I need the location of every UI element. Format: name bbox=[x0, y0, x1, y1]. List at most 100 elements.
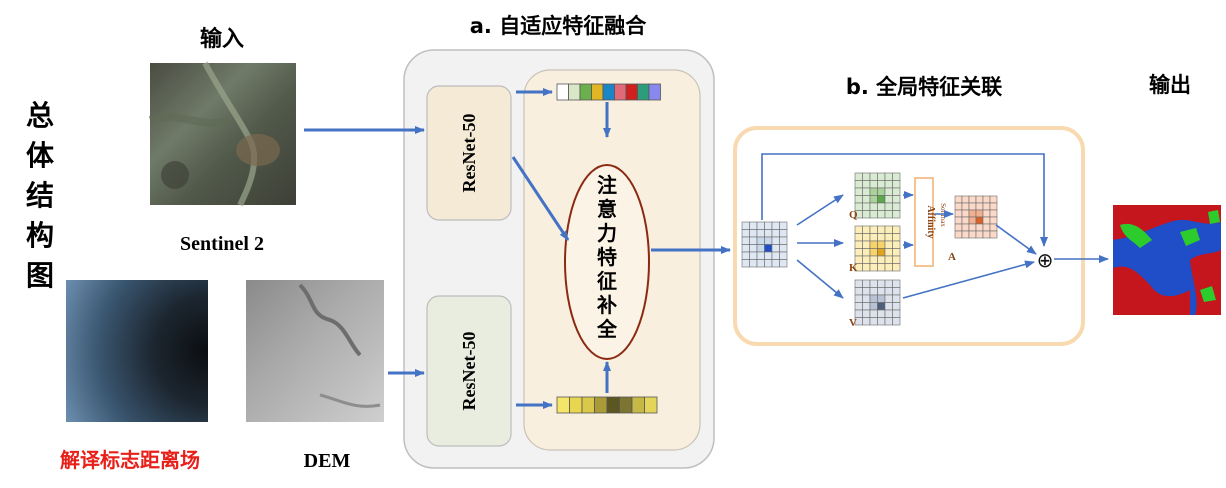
grid-cell bbox=[741, 236, 750, 245]
grid-cell bbox=[961, 195, 970, 204]
arrow-to-q bbox=[796, 194, 844, 226]
attention-char: 注 bbox=[597, 173, 617, 197]
grid-cell bbox=[884, 195, 893, 204]
grid-cell bbox=[771, 259, 780, 268]
grid-cell bbox=[749, 259, 758, 268]
arrow-v-to-sum bbox=[902, 260, 1035, 299]
affinity-softmax-box bbox=[914, 177, 934, 267]
arrow-resnet-to-attention bbox=[511, 156, 570, 241]
resnet-top-box bbox=[426, 85, 512, 221]
grid-cell bbox=[869, 287, 878, 296]
feature-cell bbox=[614, 83, 627, 101]
output-segmentation-map bbox=[1113, 205, 1221, 315]
feature-cell bbox=[606, 396, 620, 414]
grid-cell bbox=[877, 294, 886, 303]
grid-cell bbox=[862, 302, 871, 311]
attention-char: 补 bbox=[596, 293, 617, 317]
grid-cell bbox=[954, 230, 963, 239]
title-char: 图 bbox=[26, 259, 54, 292]
grid-cell bbox=[869, 279, 878, 288]
grid-cell bbox=[756, 251, 765, 260]
grid-cell bbox=[954, 195, 963, 204]
grid-cell bbox=[749, 244, 758, 253]
grid-cell bbox=[741, 229, 750, 238]
grid-cell bbox=[892, 279, 901, 288]
grid-cell bbox=[877, 187, 886, 196]
title-char: 结 bbox=[26, 179, 54, 212]
grid-cell bbox=[884, 187, 893, 196]
grid-cell bbox=[779, 244, 788, 253]
plus-icon: ⊕ bbox=[1037, 248, 1054, 272]
grid-cell bbox=[877, 233, 886, 242]
attention-label: 注 意 力 特 征 补 全 bbox=[596, 173, 618, 341]
grid-cell bbox=[749, 236, 758, 245]
grid-cell bbox=[982, 223, 991, 232]
grid-cell bbox=[968, 216, 977, 225]
grid-cell bbox=[884, 225, 893, 234]
attention-char: 意 bbox=[597, 197, 617, 221]
feature-cell bbox=[556, 396, 570, 414]
grid-cell bbox=[764, 221, 773, 230]
grid-cell bbox=[968, 202, 977, 211]
grid-cell bbox=[756, 236, 765, 245]
grid-cell bbox=[884, 309, 893, 318]
grid-cell bbox=[862, 202, 871, 211]
grid-cell bbox=[854, 302, 863, 311]
grid-cell bbox=[862, 279, 871, 288]
grid-cell bbox=[884, 287, 893, 296]
attention-char: 力 bbox=[597, 221, 617, 245]
grid-cell bbox=[892, 180, 901, 189]
resnet-bottom-label: ResNet-50 bbox=[459, 332, 479, 411]
grid-cell bbox=[877, 202, 886, 211]
grid-cell bbox=[756, 229, 765, 238]
grid-cell bbox=[862, 255, 871, 264]
input-feature-grid bbox=[741, 221, 788, 268]
grid-cell bbox=[854, 195, 863, 204]
grid-cell bbox=[892, 255, 901, 264]
feature-cell bbox=[579, 83, 592, 101]
grid-cell bbox=[862, 248, 871, 257]
grid-cell bbox=[862, 287, 871, 296]
grid-cell bbox=[854, 287, 863, 296]
grid-cell bbox=[975, 209, 984, 218]
feature-cell bbox=[619, 396, 633, 414]
grid-cell bbox=[968, 195, 977, 204]
grid-cell bbox=[854, 248, 863, 257]
grid-cell bbox=[862, 309, 871, 318]
grid-cell bbox=[877, 255, 886, 264]
grid-cell bbox=[982, 216, 991, 225]
grid-cell bbox=[961, 230, 970, 239]
grid-cell bbox=[884, 263, 893, 272]
grid-cell bbox=[854, 240, 863, 249]
grid-cell bbox=[884, 202, 893, 211]
top-feature-vector bbox=[556, 83, 661, 101]
grid-cell bbox=[975, 202, 984, 211]
grid-cell bbox=[771, 229, 780, 238]
grid-cell bbox=[877, 210, 886, 219]
grid-cell bbox=[756, 221, 765, 230]
k-label: K bbox=[849, 262, 858, 274]
grid-cell bbox=[756, 244, 765, 253]
grid-cell bbox=[968, 230, 977, 239]
grid-cell bbox=[877, 225, 886, 234]
grid-cell bbox=[869, 255, 878, 264]
grid-cell bbox=[884, 317, 893, 326]
title-char: 体 bbox=[26, 139, 55, 172]
dem-image bbox=[246, 280, 384, 422]
arrow-to-v bbox=[796, 259, 844, 299]
grid-cell bbox=[975, 216, 984, 225]
grid-cell bbox=[877, 180, 886, 189]
grid-cell bbox=[982, 195, 991, 204]
grid-cell bbox=[892, 309, 901, 318]
grid-cell bbox=[975, 223, 984, 232]
grid-cell bbox=[771, 244, 780, 253]
feature-cell bbox=[625, 83, 638, 101]
grid-cell bbox=[869, 210, 878, 219]
grid-cell bbox=[779, 259, 788, 268]
grid-cell bbox=[884, 255, 893, 264]
grid-cell bbox=[869, 187, 878, 196]
grid-cell bbox=[961, 209, 970, 218]
softmax-label: Softmax bbox=[939, 203, 947, 227]
grid-cell bbox=[862, 195, 871, 204]
grid-cell bbox=[961, 223, 970, 232]
